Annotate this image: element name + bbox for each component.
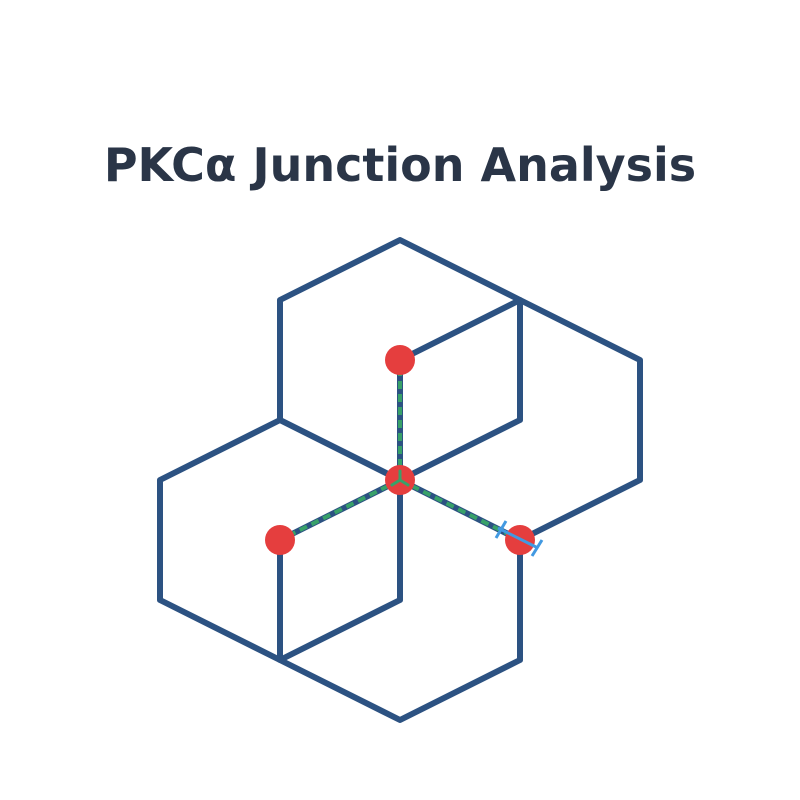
marker-layer: [494, 520, 544, 557]
marker-tick-1: [494, 520, 508, 539]
bond-center-left: [279, 478, 401, 542]
junction-glyph: [390, 469, 410, 487]
marker-line: [497, 526, 539, 550]
page-title: PKCα Junction Analysis: [103, 138, 697, 192]
atom-left: [265, 525, 295, 555]
atom-top: [385, 345, 415, 375]
bond-break-marker: [494, 520, 544, 557]
marker-tick-2: [530, 539, 544, 557]
atom-layer: [265, 345, 535, 555]
